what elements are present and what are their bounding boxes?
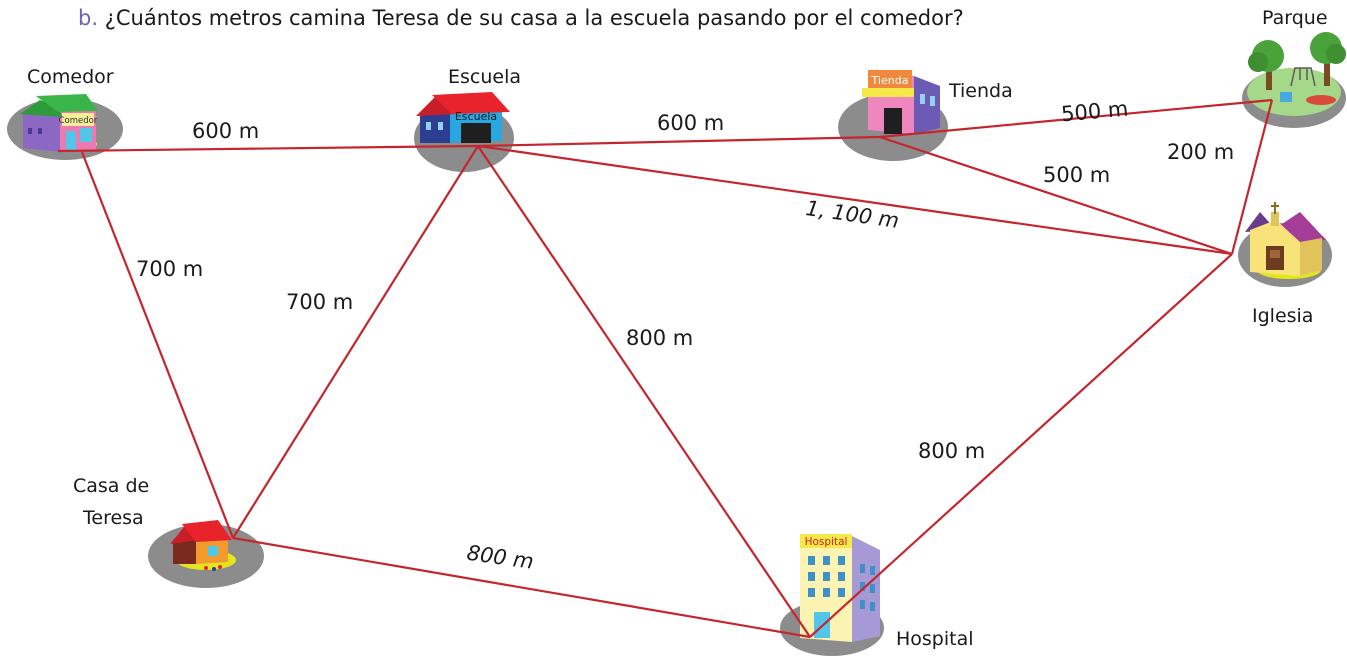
casa-roof-front	[182, 520, 232, 542]
comedor-roof-front	[36, 94, 98, 112]
place-hospital: Hospital	[780, 534, 884, 656]
question-letter: b.	[78, 6, 99, 30]
iglesia-tower	[1271, 212, 1279, 226]
parque-trampoline	[1306, 95, 1336, 105]
distance-escuela-iglesia: 1, 100 m	[804, 196, 900, 233]
road-escuela-tienda	[477, 135, 881, 148]
roads	[57, 98, 1274, 639]
label-escuela: Escuela	[448, 66, 521, 88]
label-casa-line1: Casa de	[73, 475, 149, 497]
place-comedor: Comedor	[7, 94, 123, 160]
label-parque: Parque	[1262, 7, 1328, 29]
comedor-window	[80, 128, 92, 142]
escuela-roof-front	[432, 92, 510, 114]
tienda-side-window-1	[920, 94, 925, 104]
distance-tienda-iglesia: 500 m	[1043, 163, 1110, 187]
tienda-door	[884, 108, 902, 134]
place-iglesia	[1238, 202, 1332, 287]
distance-escuela-hospital: 800 m	[626, 326, 693, 350]
iglesia-door-panel	[1270, 250, 1280, 258]
label-hospital: Hospital	[896, 628, 974, 650]
escuela-sign: Escuela	[455, 110, 497, 123]
road-comedor-escuela	[57, 144, 479, 153]
place-casa-de-teresa	[148, 520, 264, 588]
label-iglesia: Iglesia	[1252, 305, 1313, 327]
casa-window	[208, 546, 218, 556]
comedor-door	[66, 131, 76, 150]
parque-tree-crown-1b	[1248, 52, 1268, 72]
tienda-side-window-2	[930, 96, 935, 106]
parque-tree-crown-2b	[1326, 44, 1346, 64]
place-escuela: Escuela	[414, 92, 514, 172]
hospital-building-side	[852, 536, 880, 642]
road-parque-iglesia	[1230, 99, 1274, 255]
escuela-door	[461, 123, 491, 143]
escuela-side-window-1	[426, 122, 431, 130]
casa-roof	[170, 526, 198, 544]
place-tienda: Tienda	[838, 70, 948, 161]
road-escuela-hospital	[477, 145, 811, 638]
parque-tree-trunk-1	[1266, 66, 1272, 90]
comedor-side-window-2	[38, 128, 42, 134]
hospital-sign-board	[800, 534, 852, 548]
comedor-side-window-1	[28, 128, 32, 134]
question: b. ¿Cuántos metros camina Teresa de su c…	[78, 6, 964, 30]
iglesia-building-side	[1300, 238, 1322, 276]
parque-slide	[1280, 92, 1292, 102]
road-casa-escuela	[232, 145, 479, 539]
road-escuela-iglesia	[477, 144, 1233, 256]
escuela-roof	[416, 96, 458, 116]
road-tienda-iglesia	[879, 135, 1233, 256]
escuela-side-window-2	[438, 122, 443, 130]
comedor-sign: Comedor	[59, 116, 98, 126]
road-casa-hospital	[232, 536, 811, 639]
tienda-building-side	[914, 76, 940, 134]
label-casa-line2: Teresa	[82, 507, 144, 529]
iglesia-cross	[1271, 202, 1279, 214]
parque-swing	[1290, 67, 1316, 87]
distance-comedor-casa: 700 m	[136, 257, 203, 281]
parque-tree-trunk-2	[1324, 60, 1330, 86]
distance-parque-iglesia: 200 m	[1167, 140, 1234, 164]
road-hospital-iglesia	[809, 253, 1233, 638]
question-text: ¿Cuántos metros camina Teresa de su casa…	[104, 6, 964, 30]
road-tienda-parque	[879, 98, 1273, 139]
distance-escuela-tienda: 600 m	[657, 111, 724, 135]
casa-flower-2	[212, 567, 216, 571]
casa-flower-3	[218, 565, 222, 569]
tienda-sign-board	[868, 70, 912, 88]
distance-hospital-iglesia: 800 m	[918, 439, 985, 463]
hospital-sign: Hospital	[805, 536, 848, 548]
hospital-windows	[808, 556, 875, 611]
tienda-awning	[862, 88, 914, 97]
distance-casa-escuela: 700 m	[286, 290, 353, 314]
road-comedor-casa	[80, 151, 235, 539]
label-comedor: Comedor	[27, 66, 114, 88]
distance-comedor-escuela: 600 m	[192, 119, 259, 143]
label-tienda: Tienda	[948, 80, 1013, 102]
distance-casa-hospital: 800 m	[465, 541, 535, 574]
place-parque	[1242, 32, 1346, 128]
casa-flower-1	[204, 566, 208, 570]
distance-tienda-parque: 500 m	[1060, 97, 1129, 127]
tienda-sign: Tienda	[871, 74, 909, 87]
comedor-sign-board	[62, 113, 94, 126]
comedor-roof	[20, 100, 62, 117]
